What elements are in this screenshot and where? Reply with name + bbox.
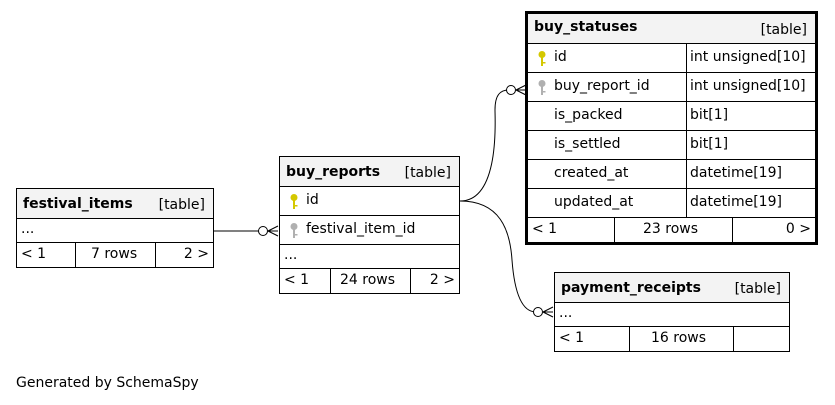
column-row: created_at datetime[19] bbox=[528, 160, 815, 189]
more-columns: ... bbox=[17, 219, 213, 243]
table-header: buy_statuses [table] bbox=[528, 14, 815, 44]
foreign-key-icon bbox=[538, 80, 546, 95]
table-footer: < 1 23 rows 0 > bbox=[528, 218, 815, 242]
table-name: payment_receipts bbox=[561, 280, 701, 296]
next-page-link[interactable]: 0 > bbox=[785, 221, 811, 237]
table-header: payment_receipts [table] bbox=[555, 273, 789, 303]
table-type: [table] bbox=[158, 197, 205, 213]
column-row: is_settled bit[1] bbox=[528, 131, 815, 160]
table-type: [table] bbox=[760, 22, 807, 38]
table-buy-reports[interactable]: buy_reports [table] id festival_item_id … bbox=[279, 156, 460, 294]
primary-key-icon bbox=[290, 194, 298, 209]
next-page-link[interactable] bbox=[733, 327, 789, 351]
column-row: id bbox=[280, 187, 459, 216]
more-columns: ... bbox=[555, 303, 789, 327]
prev-page-link[interactable]: < 1 bbox=[284, 272, 310, 288]
cardinality-circle bbox=[258, 226, 268, 236]
more-columns: ... bbox=[280, 245, 459, 269]
table-name: buy_reports bbox=[286, 164, 381, 180]
cardinality-circle bbox=[506, 85, 516, 95]
table-type: [table] bbox=[404, 165, 451, 181]
column-name: created_at bbox=[554, 165, 629, 181]
column-type: datetime[19] bbox=[690, 194, 782, 210]
table-footer: < 1 24 rows 2 > bbox=[280, 269, 459, 293]
primary-key-icon bbox=[538, 51, 546, 66]
column-type: int unsigned[10] bbox=[690, 49, 806, 65]
table-header: buy_reports [table] bbox=[280, 157, 459, 187]
column-name: is_settled bbox=[554, 136, 621, 152]
column-row: updated_at datetime[19] bbox=[528, 189, 815, 218]
row-count: 16 rows bbox=[651, 330, 707, 346]
column-type: bit[1] bbox=[690, 136, 729, 152]
next-page-link[interactable]: 2 > bbox=[183, 246, 209, 262]
column-type: datetime[19] bbox=[690, 165, 782, 181]
edge-buy-reports-buy-statuses bbox=[459, 89, 510, 202]
column-name: is_packed bbox=[554, 107, 623, 123]
row-count: 7 rows bbox=[91, 246, 138, 262]
cardinality-circle bbox=[533, 307, 543, 317]
column-row: is_packed bit[1] bbox=[528, 102, 815, 131]
prev-page-link[interactable]: < 1 bbox=[21, 246, 47, 262]
prev-page-link[interactable]: < 1 bbox=[559, 330, 585, 346]
column-name: id bbox=[306, 192, 319, 208]
column-type: bit[1] bbox=[690, 107, 729, 123]
row-count: 23 rows bbox=[643, 221, 699, 237]
next-page-link[interactable]: 2 > bbox=[429, 272, 455, 288]
foreign-key-icon bbox=[290, 223, 298, 238]
column-row: buy_report_id int unsigned[10] bbox=[528, 73, 815, 102]
row-count: 24 rows bbox=[340, 272, 396, 288]
prev-page-link[interactable]: < 1 bbox=[532, 221, 558, 237]
table-festival-items[interactable]: festival_items [table] ... < 1 7 rows 2 … bbox=[16, 188, 214, 268]
column-name: updated_at bbox=[554, 194, 634, 210]
column-name: id bbox=[554, 49, 567, 65]
column-row: id int unsigned[10] bbox=[528, 44, 815, 73]
table-name: festival_items bbox=[23, 196, 133, 212]
column-type: int unsigned[10] bbox=[690, 78, 806, 94]
table-header: festival_items [table] bbox=[17, 189, 213, 219]
column-row: festival_item_id bbox=[280, 216, 459, 245]
column-name: buy_report_id bbox=[554, 78, 650, 94]
edge-buy-reports-payment-receipts bbox=[459, 200, 537, 313]
table-buy-statuses[interactable]: buy_statuses [table] id int unsigned[10]… bbox=[525, 11, 818, 245]
table-payment-receipts[interactable]: payment_receipts [table] ... < 1 16 rows bbox=[554, 272, 790, 352]
table-type: [table] bbox=[734, 281, 781, 297]
column-name: festival_item_id bbox=[306, 221, 416, 237]
generator-credit: Generated by SchemaSpy bbox=[16, 375, 199, 391]
table-name: buy_statuses bbox=[534, 19, 638, 35]
table-footer: < 1 16 rows bbox=[555, 327, 789, 351]
table-footer: < 1 7 rows 2 > bbox=[17, 243, 213, 267]
